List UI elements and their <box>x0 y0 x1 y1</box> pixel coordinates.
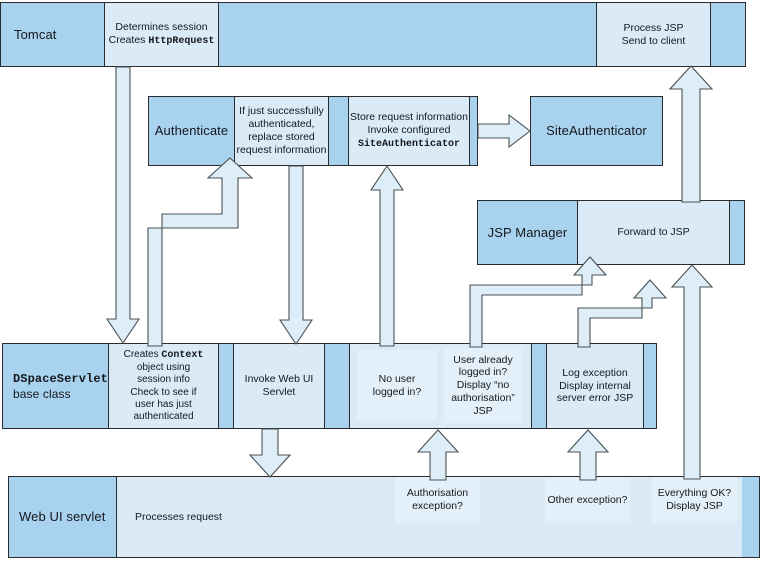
step-creates-context-line6: authenticated <box>133 410 194 422</box>
step-authorisation-exception-line1: Authorisation <box>406 487 469 500</box>
step-creates-context-line2: object using <box>136 362 191 374</box>
connector-log-exception-to-forward-jsp <box>577 279 690 348</box>
connector-everything-ok-to-forward-jsp <box>670 263 714 480</box>
lane-label-dspace-servlet-rest: base class <box>13 386 71 401</box>
lane-label-tomcat-text: Tomcat <box>14 26 57 42</box>
step-forward-to-jsp: Forward to JSP <box>578 201 730 264</box>
step-creates-context: Creates Context object using session inf… <box>109 344 219 428</box>
lane-label-authenticate-text: Authenticate <box>154 123 229 139</box>
lane-label-web-ui-servlet-text: Web UI servlet <box>19 509 106 525</box>
connector-authenticate-to-dspace <box>278 165 317 346</box>
lane-label-dspace-servlet: DSpaceServlet base class <box>3 344 109 428</box>
step-replace-stored-request: If just successfully authenticated, repl… <box>235 97 329 165</box>
step-store-request-invoke: Store request information Invoke configu… <box>348 97 470 165</box>
step-store-request-invoke-line1: Store request information <box>350 111 468 124</box>
connector-forward-jsp-to-process-jsp <box>668 64 714 203</box>
connector-tomcat-to-dspace-servlet <box>105 66 142 345</box>
step-user-already-logged-in: User already logged in? Display “no auth… <box>444 348 522 423</box>
step-user-already-logged-in-line4: authorisation” <box>451 391 515 404</box>
step-process-jsp: Process JSP Send to client <box>596 3 711 66</box>
step-log-exception-line2: Display internal <box>559 379 631 392</box>
step-log-exception-line1: Log exception <box>562 366 628 379</box>
step-creates-context-line3: session info <box>137 374 190 386</box>
step-replace-stored-request-line4: request information <box>236 143 327 156</box>
lane-label-jsp-manager-text: JSP Manager <box>487 224 568 240</box>
connector-store-request-to-site-authenticator <box>477 113 534 149</box>
lane-site-authenticator: SiteAuthenticator <box>530 96 663 166</box>
step-creates-context-code: Context <box>161 349 204 361</box>
step-replace-stored-request-line1: If just successfully <box>239 105 324 118</box>
connector-dspace-to-store-request <box>369 164 406 347</box>
step-user-already-logged-in-line5: JSP <box>473 404 493 417</box>
step-no-user-logged-in: No user logged in? <box>357 350 437 421</box>
connector-invoke-to-web-ui-servlet <box>248 428 292 479</box>
step-replace-stored-request-line2: authenticated, <box>248 118 315 131</box>
step-invoke-web-ui-servlet: Invoke Web UI Servlet <box>233 344 325 428</box>
step-process-jsp-line1: Process JSP <box>623 21 684 34</box>
step-authorisation-exception-line2: exception? <box>412 500 463 512</box>
step-authorisation-exception: Authorisation exception? <box>395 477 480 523</box>
step-no-user-logged-in-line2: logged in? <box>372 385 422 398</box>
step-everything-ok-line2: Display JSP <box>666 500 723 512</box>
step-user-already-logged-in-line2: logged in? <box>458 366 508 379</box>
lane-label-site-authenticator-text: SiteAuthenticator <box>546 123 647 139</box>
step-determines-session-line1: Determines session <box>115 21 208 33</box>
step-user-already-logged-in-line1: User already <box>453 353 513 366</box>
step-other-exception: Other exception? <box>545 477 630 523</box>
step-invoke-web-ui-servlet-line1: Invoke Web UI <box>244 373 314 386</box>
connector-authorisation-exception-up <box>416 428 460 481</box>
lane-label-dspace-servlet-code: DSpaceServlet <box>13 371 108 386</box>
lane-label-authenticate: Authenticate <box>149 97 235 165</box>
step-store-request-invoke-code: SiteAuthenticator <box>357 138 461 150</box>
lane-label-web-ui-servlet: Web UI servlet <box>9 477 117 557</box>
step-everything-ok: Everything OK? Display JSP <box>652 477 737 523</box>
step-creates-context-line5: user has just <box>135 398 192 410</box>
step-invoke-web-ui-servlet-line2: Servlet <box>262 386 296 398</box>
step-forward-to-jsp-line1: Forward to JSP <box>617 226 690 239</box>
lane-label-jsp-manager: JSP Manager <box>478 201 578 264</box>
step-log-exception-line3: server error JSP <box>556 392 634 405</box>
connector-dspace-to-authenticate <box>147 157 262 347</box>
connector-user-already-to-forward-jsp <box>469 256 610 348</box>
step-determines-session: Determines session Creates HttpRequest <box>105 3 219 66</box>
step-no-user-logged-in-line1: No user <box>378 372 416 385</box>
step-process-jsp-line2: Send to client <box>621 34 686 47</box>
step-log-exception: Log exception Display internal server er… <box>546 344 644 428</box>
step-replace-stored-request-line3: replace stored <box>248 131 315 143</box>
step-determines-session-line2: Creates <box>108 33 149 46</box>
lane-label-tomcat: Tomcat <box>1 3 105 66</box>
step-other-exception-line1: Other exception? <box>547 493 628 506</box>
step-determines-session-code: HttpRequest <box>148 35 215 47</box>
step-creates-context-line4: Check to see if <box>130 386 197 398</box>
step-processes-request-text: Processes request <box>135 510 222 523</box>
step-store-request-invoke-line2: Invoke configured <box>367 123 451 136</box>
step-everything-ok-line1: Everything OK? <box>657 487 732 500</box>
step-user-already-logged-in-line3: Display “no <box>456 379 510 392</box>
step-creates-context-line1: Creates <box>123 348 162 360</box>
connector-other-exception-up <box>566 428 610 481</box>
